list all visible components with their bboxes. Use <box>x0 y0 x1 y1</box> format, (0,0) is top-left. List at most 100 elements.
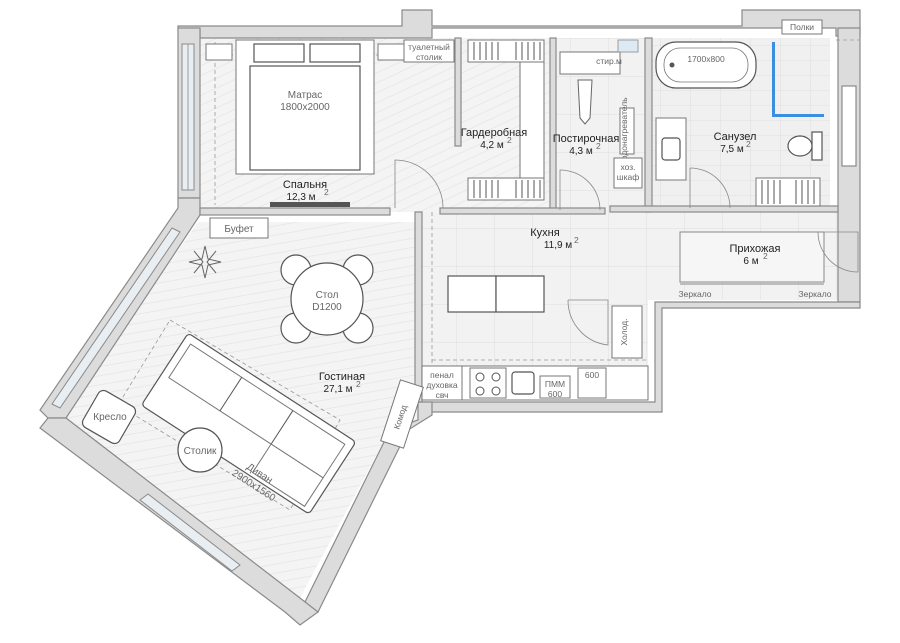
bathroom: 1700х800 Полки Санузел 7,5 м 2 <box>655 19 860 209</box>
wardrobe-rack-top <box>467 39 545 63</box>
kitchen-name: Кухня <box>530 227 559 239</box>
wall-top-left <box>177 9 861 39</box>
wall-bath-bottom <box>609 205 839 213</box>
coffee-table <box>177 427 223 473</box>
wall-bedroom-living <box>199 207 391 216</box>
nightstand-left <box>205 43 233 61</box>
mirror-left: Зеркало <box>678 289 711 299</box>
plant-icon <box>188 245 222 279</box>
shelf-label: Полки <box>790 22 814 32</box>
laundry: стир.м водонагреватель хоз. шкаф Постиро… <box>553 39 643 211</box>
wardrobe-hangers-bottom <box>473 180 541 198</box>
wall-upper-row-bottom <box>439 207 606 215</box>
walls <box>39 9 861 626</box>
dresser <box>380 379 424 449</box>
hallway-area-sup: 2 <box>763 251 768 261</box>
armchair <box>81 389 137 445</box>
bedroom-area: 12,3 м <box>286 192 315 203</box>
wall-laundry-bath <box>644 37 653 213</box>
laundry-door-swing <box>559 169 601 211</box>
shower-glass-bottom <box>772 114 824 117</box>
coffee-table-label: Столик <box>184 446 217 457</box>
utility-cabinet <box>613 157 643 189</box>
bathroom-area-sup: 2 <box>746 139 751 149</box>
bedroom-area-sup: 2 <box>324 187 329 197</box>
table-label: Стол <box>316 290 339 301</box>
vanity-label-1: туалетный <box>408 42 450 52</box>
cabinet-600 <box>577 367 607 399</box>
water-heater <box>619 107 635 155</box>
wall-bottom-right <box>419 301 861 413</box>
hallway: Прихожая 6 м 2 Зеркало Зеркало <box>678 231 859 299</box>
mattress-label: Матрас <box>288 90 323 101</box>
dishwasher-size: 600 <box>548 389 562 399</box>
mattress <box>249 65 361 171</box>
kitchen-sink <box>511 371 535 395</box>
bedroom-door-swing <box>394 159 444 209</box>
fridge <box>611 305 643 359</box>
window-living-bottom <box>139 493 241 572</box>
fridge-label: Холод. <box>619 318 629 345</box>
laundry-area-sup: 2 <box>596 141 601 151</box>
wardrobe-hangers-top <box>473 42 541 60</box>
mattress-size: 1800х2000 <box>280 102 330 113</box>
living-area: 27,1 м <box>323 384 352 395</box>
wardrobe-rack-bottom <box>467 177 545 201</box>
washer <box>559 51 621 75</box>
nightstand-right <box>377 43 405 61</box>
kitchen: пенал духовка свч ПММ 600 600 Холод. Кух… <box>421 212 649 401</box>
pencil-case-line3: свч <box>436 390 449 400</box>
living-room: Буфет Стол D1200 Диван 2900х1560 Столик <box>81 217 424 514</box>
wardrobe-name: Гардеробная <box>461 127 528 139</box>
bath-door-swing <box>689 167 731 209</box>
sofa <box>142 333 356 514</box>
buffet-label: Буфет <box>224 223 254 235</box>
bedroom: Матрас 1800х2000 туалетный столик Спальн… <box>205 39 455 209</box>
bedroom-name: Спальня <box>283 179 327 191</box>
wardrobe-shelf-side <box>519 61 545 179</box>
pencil-case-line2: духовка <box>426 380 458 390</box>
bedroom-rug <box>270 202 350 207</box>
hallway-rug <box>679 231 825 283</box>
kitchen-island-right <box>495 275 545 313</box>
wardrobe-area-sup: 2 <box>507 135 512 145</box>
vanity <box>403 39 455 63</box>
shelf-unit <box>781 19 823 35</box>
living-area-sup: 2 <box>356 379 361 389</box>
bathroom-area: 7,5 м <box>720 144 744 155</box>
cabinet-600-label: 600 <box>585 370 599 380</box>
bathtub <box>655 41 757 89</box>
bath-cabinet <box>755 177 821 207</box>
toilet-bowl <box>787 135 813 157</box>
wall-bedroom-wardrobe <box>454 37 462 147</box>
kitchen-door-swing <box>567 299 609 346</box>
wall-niche-right <box>841 85 857 167</box>
utility-cabinet-line1: хоз. <box>620 162 635 172</box>
wardrobe-area: 4,2 м <box>480 140 504 151</box>
dishwasher-label: ПММ <box>545 379 565 389</box>
bathtub-size: 1700х800 <box>687 54 725 64</box>
laundry-box <box>617 39 639 53</box>
wall-kitchen-living <box>414 211 423 403</box>
water-heater-label: водонагреватель <box>619 97 629 165</box>
buffet <box>209 217 269 239</box>
utility-cabinet-line2: шкаф <box>617 172 639 182</box>
bath-cabinet-hangers <box>761 180 815 204</box>
mirror-right: Зеркало <box>798 289 831 299</box>
hallway-name: Прихожая <box>730 243 781 255</box>
wardrobe: Гардеробная 4,2 м 2 <box>461 39 545 201</box>
cooktop <box>469 367 507 399</box>
window-living-left <box>51 227 181 409</box>
table-size: D1200 <box>312 302 342 313</box>
washer-label: стир.м <box>596 56 622 66</box>
hallway-area: 6 м <box>743 256 758 267</box>
kitchen-island-left <box>447 275 497 313</box>
pencil-case-line1: пенал <box>430 370 454 380</box>
bath-sink <box>661 137 681 161</box>
dishwasher <box>539 375 571 399</box>
wall-wardrobe-laundry <box>549 37 557 213</box>
dining-table <box>290 262 364 336</box>
vanity-label-2: столик <box>416 52 442 62</box>
kitchen-area: 11,9 м <box>544 240 572 251</box>
